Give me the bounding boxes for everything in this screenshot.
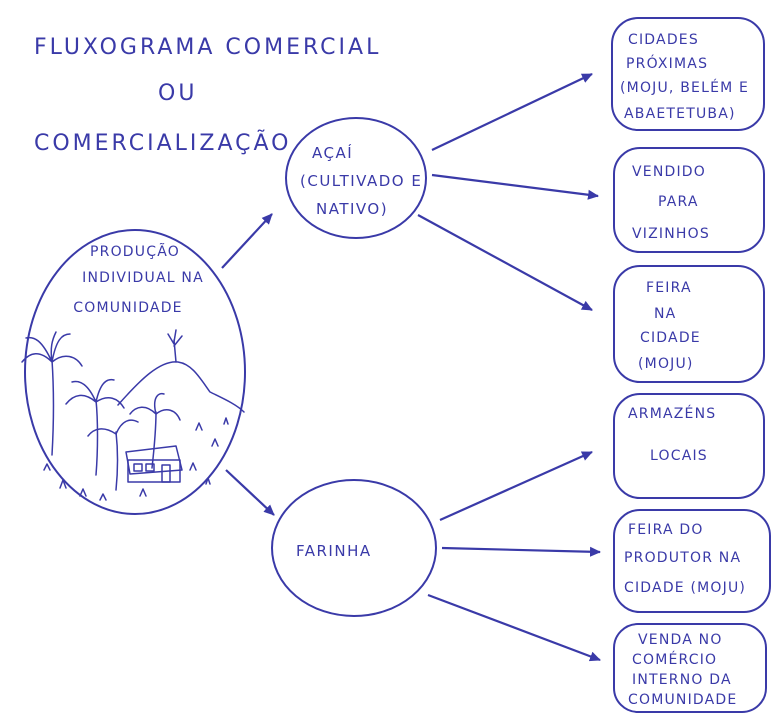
destination-box xyxy=(613,623,767,713)
source-label-line-2: INDIVIDUAL NA xyxy=(82,270,204,286)
source-label-line-1: PRODUÇÃO xyxy=(90,243,180,260)
destination-feira-produtor: FEIRA DO PRODUTOR NA CIDADE (MOJU) xyxy=(613,509,771,613)
source-label-line-3: COMUNIDADE xyxy=(73,300,182,316)
destination-box xyxy=(613,265,765,383)
acai-label-line-2: (CULTIVADO E xyxy=(300,172,422,190)
arrow-source-to-acai xyxy=(221,213,273,269)
house-door xyxy=(161,464,171,483)
destination-line: COMÉRCIO xyxy=(632,651,717,668)
palm-trunk-1 xyxy=(51,359,55,456)
arrow-farinha-to-comercio-interno xyxy=(427,593,601,662)
destination-line: VIZINHOS xyxy=(632,226,710,242)
acai-label-line-1: AÇAÍ xyxy=(312,143,353,162)
source-node: PRODUÇÃO INDIVIDUAL NA COMUNIDADE xyxy=(21,229,246,515)
destination-armazens: ARMAZÉNS LOCAIS xyxy=(613,393,765,499)
destination-line: PRÓXIMAS xyxy=(626,54,708,72)
destination-line: LOCAIS xyxy=(650,448,708,464)
palm-leaves-4 xyxy=(87,419,139,437)
arrow-source-to-farinha xyxy=(225,469,275,516)
grass-marks xyxy=(43,417,229,501)
house-window-2 xyxy=(145,463,155,472)
destination-line: ABAETETUBA) xyxy=(624,106,736,122)
destination-box xyxy=(611,17,765,131)
destination-line: (MOJU) xyxy=(638,356,694,372)
destination-cidades-proximas: CIDADES PRÓXIMAS (MOJU, BELÉM E ABAETETU… xyxy=(611,17,765,131)
destination-line: CIDADE (MOJU) xyxy=(624,580,746,596)
palm-trunk-2 xyxy=(95,399,99,476)
acai-oval xyxy=(285,117,427,239)
destination-line: NA xyxy=(654,306,676,322)
destination-box xyxy=(613,393,765,499)
destination-line: ARMAZÉNS xyxy=(628,405,716,422)
acai-label-line-3: NATIVO) xyxy=(316,200,388,218)
destination-line: FEIRA DO xyxy=(628,522,704,538)
house-body xyxy=(127,459,181,483)
diagram-title: FLUXOGRAMA COMERCIAL OU COMERCIALIZAÇÃO xyxy=(34,35,381,156)
destination-line: CIDADES xyxy=(628,32,699,48)
destination-vizinhos: VENDIDO PARA VIZINHOS xyxy=(613,147,765,253)
destination-line: VENDA NO xyxy=(638,632,723,648)
hill-outline xyxy=(117,361,245,413)
arrow-acai-to-feira xyxy=(417,214,593,311)
product-acai-node: AÇAÍ (CULTIVADO E NATIVO) xyxy=(285,117,427,239)
destination-line: INTERNO DA xyxy=(632,672,732,688)
arrow-farinha-to-armazens xyxy=(439,450,593,522)
destination-box xyxy=(613,509,771,613)
destination-line: FEIRA xyxy=(646,280,692,296)
arrow-acai-to-vizinhos xyxy=(431,173,599,200)
farinha-oval xyxy=(271,479,437,617)
destination-line: PARA xyxy=(658,194,699,210)
title-line-3: COMERCIALIZAÇÃO xyxy=(34,129,291,156)
title-line-2: OU xyxy=(158,81,197,106)
destination-line: PRODUTOR NA xyxy=(624,550,741,566)
hill-shrub xyxy=(167,329,183,363)
destination-feira-cidade: FEIRA NA CIDADE (MOJU) xyxy=(613,265,765,383)
house-window-1 xyxy=(133,463,143,472)
destination-line: VENDIDO xyxy=(632,164,706,180)
product-farinha-node: FARINHA xyxy=(271,479,437,617)
destination-line: (MOJU, BELÉM E xyxy=(620,79,749,96)
destination-box xyxy=(613,147,765,253)
destination-line: COMUNIDADE xyxy=(628,692,737,708)
arrow-farinha-to-feira-produtor xyxy=(441,546,601,557)
palm-trees-hill-house-icon xyxy=(21,329,245,501)
destination-line: CIDADE xyxy=(640,330,701,346)
source-oval xyxy=(24,229,246,515)
farinha-label: FARINHA xyxy=(296,542,372,560)
destination-comercio-interno: VENDA NO COMÉRCIO INTERNO DA COMUNIDADE xyxy=(613,623,767,713)
palm-trunk-4 xyxy=(115,431,119,491)
palm-leaves-2 xyxy=(65,378,125,409)
palm-leaves-1 xyxy=(21,331,83,367)
title-line-1: FLUXOGRAMA COMERCIAL xyxy=(34,35,381,60)
arrow-acai-to-cidades-proximas xyxy=(431,73,593,151)
palm-leaves-3 xyxy=(129,392,181,421)
